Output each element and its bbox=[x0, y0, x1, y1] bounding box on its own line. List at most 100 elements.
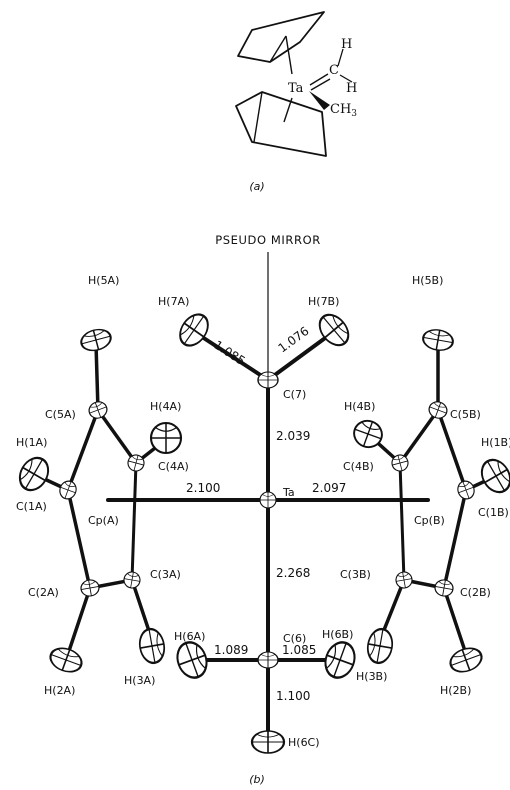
label-ta: Ta bbox=[282, 486, 295, 499]
atom-c5a bbox=[86, 398, 110, 422]
label-h2b: H(2B) bbox=[440, 684, 471, 697]
scheme-h-upper: H bbox=[341, 37, 352, 52]
label-h3a: H(3A) bbox=[124, 674, 155, 687]
label-h7a: H(7A) bbox=[158, 295, 189, 308]
c1a-c2a-bond bbox=[66, 488, 92, 590]
ta-cp-top-bond bbox=[285, 35, 293, 75]
ta-cp-bottom-bond bbox=[283, 97, 293, 123]
atom-c5b bbox=[426, 398, 450, 422]
label-h6b: H(6B) bbox=[322, 628, 353, 641]
label-c4a: C(4A) bbox=[158, 460, 189, 473]
atom-h6c bbox=[250, 729, 286, 755]
atom-h7a bbox=[173, 308, 215, 352]
scheme-ta-label: Ta bbox=[288, 81, 304, 96]
label-cpa: Cp(A) bbox=[88, 514, 119, 527]
label-h5a: H(5A) bbox=[88, 274, 119, 287]
cp-ring-top bbox=[237, 11, 325, 63]
pseudo-mirror-label: PSEUDO MIRROR bbox=[215, 233, 321, 247]
ortep-b: PSEUDO MIRROR bbox=[13, 233, 510, 786]
atom-h2a bbox=[46, 643, 86, 677]
scheme-h-lower: H bbox=[346, 81, 357, 96]
atom-c2a bbox=[79, 577, 101, 599]
scheme-ch3-label: CH3 bbox=[330, 102, 357, 119]
dist-c6-h6a: 1.089 bbox=[214, 643, 248, 657]
cp-bottom-inner-edge bbox=[253, 91, 263, 143]
c7-h7b-bond bbox=[266, 331, 334, 382]
c5b-c4b-bond bbox=[398, 408, 440, 465]
label-h6c: H(6C) bbox=[288, 736, 320, 749]
label-h3b: H(3B) bbox=[356, 670, 387, 683]
atom-h6a bbox=[171, 637, 213, 683]
ta-c-double-bond-2 bbox=[310, 78, 331, 91]
atom-h2b bbox=[446, 643, 486, 677]
atom-h3b bbox=[364, 625, 396, 667]
bonds bbox=[36, 331, 498, 740]
dist-ta-c7: 2.039 bbox=[276, 429, 310, 443]
label-h7b: H(7B) bbox=[308, 295, 339, 308]
label-h6a: H(6A) bbox=[174, 630, 205, 643]
atom-c3b bbox=[394, 570, 414, 590]
dist-c7-h7a: 1.085 bbox=[211, 338, 247, 368]
scheme-a: Ta H C H CH3 (a) bbox=[235, 11, 357, 193]
atom-h5b bbox=[420, 326, 456, 354]
label-c5a: C(5A) bbox=[45, 408, 76, 421]
label-c6: C(6) bbox=[283, 632, 306, 645]
label-c2b: C(2B) bbox=[460, 586, 491, 599]
atom-c1a bbox=[56, 478, 80, 502]
label-c1a: C(1A) bbox=[16, 500, 47, 513]
label-h5b: H(5B) bbox=[412, 274, 443, 287]
atom-c7 bbox=[257, 371, 279, 389]
c5b-c1b-bond bbox=[436, 408, 468, 492]
dist-c6-h6c: 1.100 bbox=[276, 689, 310, 703]
cp-ring-bottom bbox=[235, 91, 327, 157]
label-c3a: C(3A) bbox=[150, 568, 181, 581]
c2a-h2a-bond bbox=[66, 586, 92, 656]
atom-labels: H(5A) H(7A) H(7B) H(5B) C(5A) H(4A) C(7)… bbox=[16, 274, 510, 749]
ellipsoids bbox=[13, 308, 510, 755]
atom-h7b bbox=[312, 308, 356, 352]
atom-h6b bbox=[319, 637, 361, 683]
cp-a-axis bbox=[130, 461, 138, 582]
c2b-h2b-bond bbox=[442, 586, 468, 656]
atom-h1a bbox=[13, 451, 55, 497]
c5a-h5a-bond bbox=[94, 342, 100, 412]
label-c2a: C(2A) bbox=[28, 586, 59, 599]
ta-ch3-wedge-bond bbox=[309, 91, 330, 110]
dist-ta-cpb: 2.097 bbox=[312, 481, 346, 495]
scheme-c-label: C bbox=[329, 63, 339, 78]
caption-b: (b) bbox=[249, 773, 265, 786]
atom-c1b bbox=[454, 478, 478, 502]
label-h2a: H(2A) bbox=[44, 684, 75, 697]
label-c1b: C(1B) bbox=[478, 506, 509, 519]
atom-ta bbox=[259, 491, 277, 509]
cp-top-inner-edge bbox=[269, 35, 287, 63]
atom-c3a bbox=[122, 570, 142, 590]
atom-h5a bbox=[77, 325, 115, 355]
c-h-lower-bond bbox=[339, 74, 353, 83]
c7-h7a-bond bbox=[194, 331, 270, 382]
dist-ta-c6: 2.268 bbox=[276, 566, 310, 580]
label-c5b: C(5B) bbox=[450, 408, 481, 421]
cp-b-axis bbox=[398, 461, 406, 582]
label-h4b: H(4B) bbox=[344, 400, 375, 413]
c1b-c2b-bond bbox=[442, 488, 468, 590]
label-c7: C(7) bbox=[283, 388, 306, 401]
label-c4b: C(4B) bbox=[343, 460, 374, 473]
atom-c6 bbox=[257, 651, 279, 669]
c-h-upper-bond bbox=[337, 48, 344, 67]
label-h1a: H(1A) bbox=[16, 436, 47, 449]
atom-h3a bbox=[136, 625, 168, 667]
dist-c6-h6b: 1.085 bbox=[282, 643, 316, 657]
c5a-c4a-bond bbox=[96, 408, 138, 465]
label-h1b: H(1B) bbox=[481, 436, 510, 449]
dist-ta-cpa: 2.100 bbox=[186, 481, 220, 495]
label-cpb: Cp(B) bbox=[414, 514, 445, 527]
atom-c2b bbox=[433, 577, 455, 599]
atom-h1b bbox=[475, 453, 510, 499]
label-h4a: H(4A) bbox=[150, 400, 181, 413]
ta-c-double-bond-1 bbox=[309, 73, 329, 86]
atom-h4a bbox=[149, 421, 183, 455]
c5a-c1a-bond bbox=[66, 408, 100, 492]
caption-a: (a) bbox=[249, 180, 264, 193]
